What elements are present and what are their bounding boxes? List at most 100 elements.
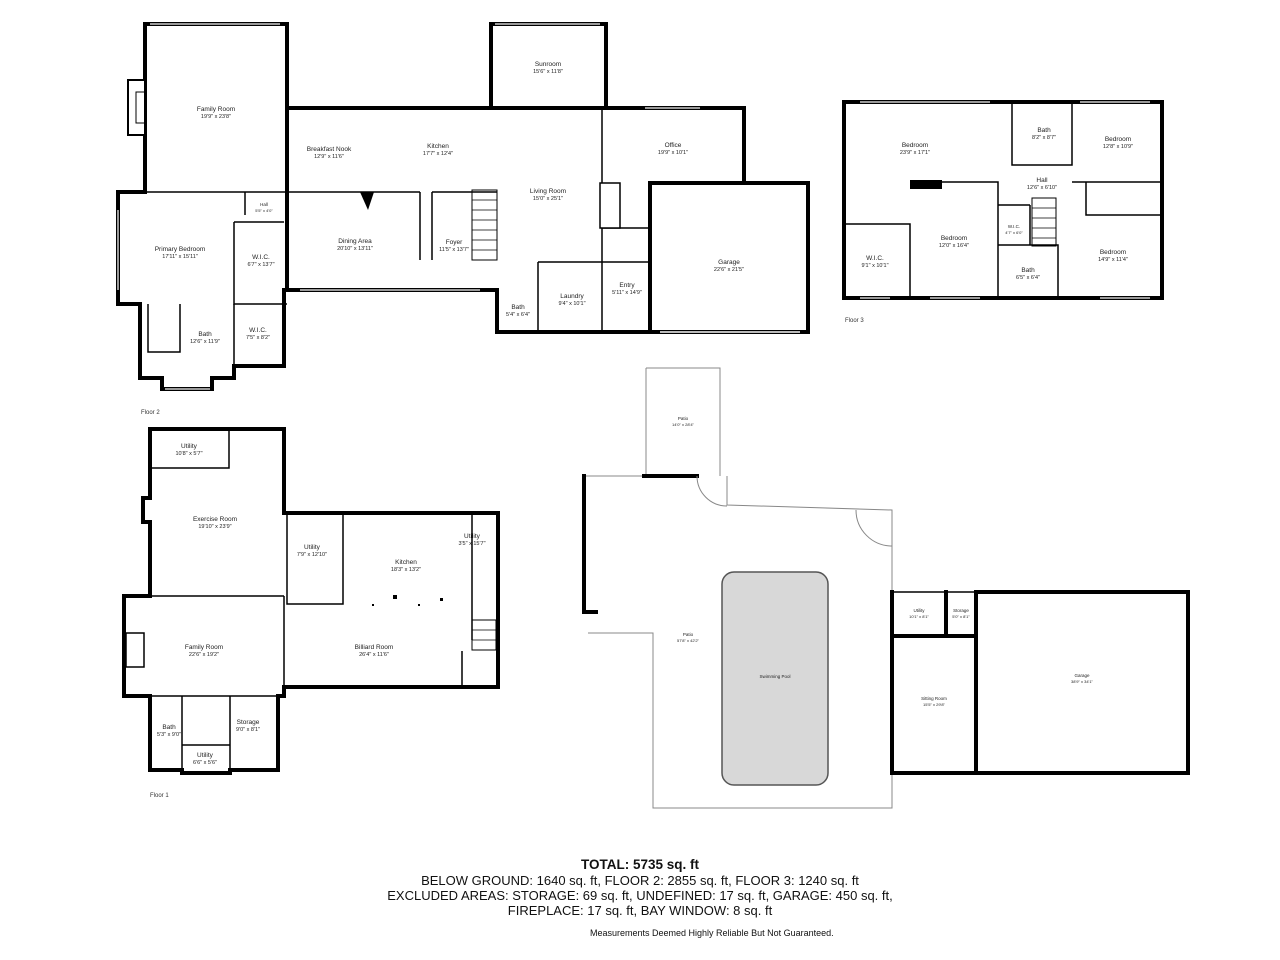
room-dims: 5'5" x 4'0": [255, 208, 273, 213]
small-patio-outline: [645, 367, 721, 476]
floor-1-interior-walls: [150, 429, 498, 770]
room-name: Dining Area: [338, 238, 372, 245]
room-name: Utility: [197, 752, 214, 759]
room-dims: 9'4" x 10'1": [558, 301, 585, 307]
floor-1-fireplace-icon: [125, 632, 145, 668]
room-name: Family Room: [185, 644, 223, 651]
pool-house-walls: [891, 591, 1189, 774]
room-name: Bath: [162, 724, 176, 731]
room-dims: 22'6" x 21'5": [714, 267, 744, 273]
floor-1-outer-walls: [122, 427, 500, 775]
room-dims: 6'6" x 5'6": [193, 760, 217, 766]
room-dims: 19'9" x 23'8": [201, 114, 231, 120]
room-name: Hall: [260, 202, 268, 207]
fireplace-hearth: [135, 91, 146, 124]
floor-3-stairs: [1031, 197, 1057, 247]
room-dims: 5'11" x 14'9": [612, 290, 642, 296]
room-name: Bedroom: [902, 142, 928, 149]
room-name: Primary Bedroom: [155, 246, 206, 253]
room-dims: 23'9" x 17'1": [900, 150, 930, 156]
floor-2-stairs: [471, 189, 498, 261]
room-name: W.I.C.: [866, 255, 884, 262]
room-name: Bath: [1037, 127, 1051, 134]
room-dims: 22'6" x 19'2": [189, 652, 219, 658]
room-name: Garage: [718, 259, 740, 266]
room-dims: 9'1" x 10'1": [861, 263, 888, 269]
room-name: Bedroom: [1105, 136, 1131, 143]
room-dims: 3'5" x 15'7": [458, 541, 485, 547]
room-name: Hall: [1036, 177, 1048, 184]
room-name: Family Room: [197, 106, 235, 113]
room-name: Bath: [198, 331, 212, 338]
room-dims: 20'10" x 13'11": [337, 246, 373, 252]
room-dims: 15'6" x 11'8": [533, 69, 563, 75]
room-dims: 10'1" x 8'1": [909, 614, 929, 619]
room-name: W.I.C.: [1008, 224, 1020, 229]
room-dims: 19'10" x 23'9": [198, 524, 231, 530]
room-dims: 15'0" x 25'1": [533, 196, 563, 202]
outdoor-plan: Patio 14'0" x 28'4" Patio 57'8" x 42'2" …: [582, 367, 1190, 809]
room-name: Living Room: [530, 188, 566, 195]
floor-1-stairs: [471, 619, 497, 651]
room-name: Utility: [181, 443, 198, 450]
room-name: Storage: [237, 719, 260, 726]
room-dims: 14'9" x 11'4": [1098, 257, 1128, 263]
room-dims: 12'6" x 11'9": [190, 339, 220, 345]
room-name: Office: [665, 142, 682, 149]
room-name: Sitting Room: [921, 696, 947, 701]
room-dims: 17'7" x 12'4": [423, 151, 453, 157]
stair-marker: [360, 192, 374, 210]
floor-2-plan: Family Room 19'9" x 23'8" Breakfast Nook…: [116, 22, 810, 416]
room-name: Utility: [464, 533, 481, 540]
floor-1-plan: Utility 10'8" x 5'7" Exercise Room 19'10…: [122, 427, 500, 799]
room-dims: 5'4" x 6'4": [506, 312, 530, 318]
room-name: Kitchen: [427, 143, 449, 150]
room-name: W.I.C.: [252, 254, 270, 261]
living-room-partition: [537, 108, 650, 332]
room-dims: 5'3" x 9'0": [157, 732, 181, 738]
room-dims: 12'8" x 10'9": [1103, 144, 1133, 150]
room-dims: 6'7" x 13'7": [247, 262, 274, 268]
room-dims: 6'5" x 6'4": [1016, 275, 1040, 281]
room-dims: 8'2" x 8'7": [1032, 135, 1056, 141]
living-fireplace-icon: [599, 182, 621, 229]
room-name: W.I.C.: [249, 327, 267, 334]
room-name: Billiard Room: [355, 644, 394, 651]
room-name: Garage: [1074, 673, 1090, 678]
room-dims: 11'5" x 13'7": [439, 247, 469, 253]
kitchen-posts: [372, 595, 443, 606]
room-dims: 4'7" x 6'0": [1005, 230, 1023, 235]
floor-3-chimney: [910, 180, 942, 189]
room-dims: 19'9" x 10'1": [658, 150, 688, 156]
disclaimer: Measurements Deemed Highly Reliable But …: [590, 928, 834, 938]
room-name: Patio: [683, 632, 694, 637]
room-name: Kitchen: [395, 559, 417, 566]
room-dims: 12'9" x 11'6": [314, 154, 344, 160]
room-dims: 38'9" x 34'1": [1071, 679, 1094, 684]
floor-3-plan: Bedroom 23'9" x 17'1" Bath 8'2" x 8'7" B…: [842, 100, 1164, 324]
room-name: Foyer: [446, 239, 463, 246]
room-name: Bath: [1021, 267, 1035, 274]
room-name: Bedroom: [941, 235, 967, 242]
room-name: Utility: [304, 544, 321, 551]
patio-door-swings: [696, 475, 893, 547]
room-name: Bath: [511, 304, 525, 311]
swimming-pool: [721, 571, 829, 786]
room-name: Utility: [914, 608, 926, 613]
area-breakdown: BELOW GROUND: 1640 sq. ft, FLOOR 2: 2855…: [421, 873, 859, 888]
room-dims: 10'8" x 5'7": [175, 451, 202, 457]
room-dims: 12'6" x 6'10": [1027, 185, 1057, 191]
area-summary: TOTAL: 5735 sq. ft BELOW GROUND: 1640 sq…: [0, 857, 1280, 918]
excluded-areas: EXCLUDED AREAS: STORAGE: 69 sq. ft, UNDE…: [387, 888, 893, 903]
floor-label: Floor 3: [845, 318, 864, 324]
primary-bedroom-interior: [118, 191, 287, 353]
floor-3-interior-walls: [844, 102, 1162, 298]
room-dims: 18'3" x 13'2": [391, 567, 421, 573]
room-dims: 17'11" x 15'11": [162, 254, 198, 260]
room-name: Patio: [678, 416, 689, 421]
total-area: TOTAL: 5735 sq. ft: [580, 857, 700, 872]
floor-2-windows: [117, 23, 700, 390]
patio-partial-walls: [582, 474, 699, 614]
floor-label: Floor 1: [150, 793, 169, 799]
